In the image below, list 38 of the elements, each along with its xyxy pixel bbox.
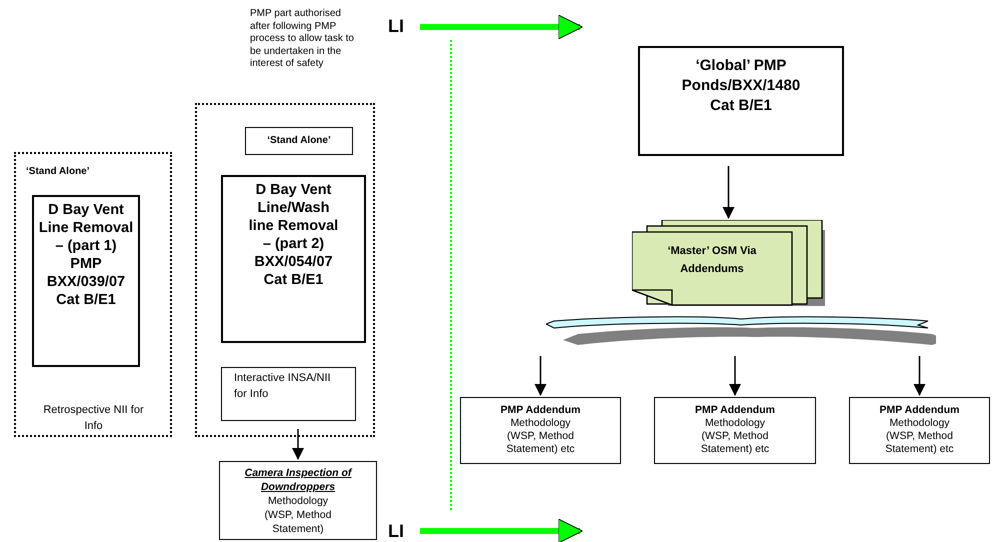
group-heading: ‘Stand Alone’: [26, 165, 90, 179]
dotted-group-box: [14, 152, 172, 437]
block-arrow: [420, 14, 583, 40]
note-text: PMP part authorised after following PMP process to allow task to be undertaken in the interest of safety: [250, 8, 355, 70]
task-box: [219, 461, 377, 540]
tag-box: [245, 127, 353, 155]
arrow: [534, 356, 546, 396]
addendum-box: [654, 397, 816, 464]
task-title: D Bay Vent Line/Wash line Removal – (part 2) BXX/054/07 Cat B/E1: [248, 181, 340, 289]
arrow: [292, 429, 304, 460]
addendum-heading: PMP Addendum: [694, 403, 776, 417]
task-body: Methodology (WSP, Method Statement): [264, 494, 332, 536]
arrow: [729, 356, 741, 396]
addendum-body: Methodology (WSP, Method Statement) etc: [700, 417, 770, 456]
task-heading: Camera Inspection of Downdroppers: [244, 466, 354, 494]
note-text: Retrospective NII for Info: [42, 403, 145, 434]
arrow: [914, 356, 926, 396]
box-text: Interactive INSA/NII for Info: [234, 371, 332, 402]
addendum-body: Methodology (WSP, Method Statement) etc: [505, 417, 576, 456]
addendum-heading: PMP Addendum: [500, 403, 582, 417]
ribbon-banner: [546, 316, 936, 346]
process-box: [221, 367, 356, 421]
marker-text: LI: [388, 520, 405, 542]
marker-text: LI: [388, 15, 405, 38]
task-title: D Bay Vent Line Removal – (part 1) PMP BXX/039/07 Cat B/E1: [38, 201, 134, 309]
task-box: [221, 175, 366, 343]
task-box: [32, 195, 140, 367]
addendum-body: Methodology (WSP, Method Statement) etc: [884, 417, 955, 456]
arrow: [722, 166, 734, 219]
tag-text: ‘Stand Alone’: [266, 134, 332, 148]
plan-title: ‘Global’ PMP Ponds/BXX/1480 Cat B/E1: [680, 56, 802, 116]
plan-box: [638, 46, 844, 156]
doc-title: ‘Master’ OSM Via Addendums: [666, 244, 758, 277]
block-arrow: [420, 518, 583, 542]
addendum-heading: PMP Addendum: [878, 403, 960, 417]
addendum-box: [460, 397, 621, 464]
addendum-box: [849, 397, 990, 464]
container-box: [195, 103, 375, 437]
